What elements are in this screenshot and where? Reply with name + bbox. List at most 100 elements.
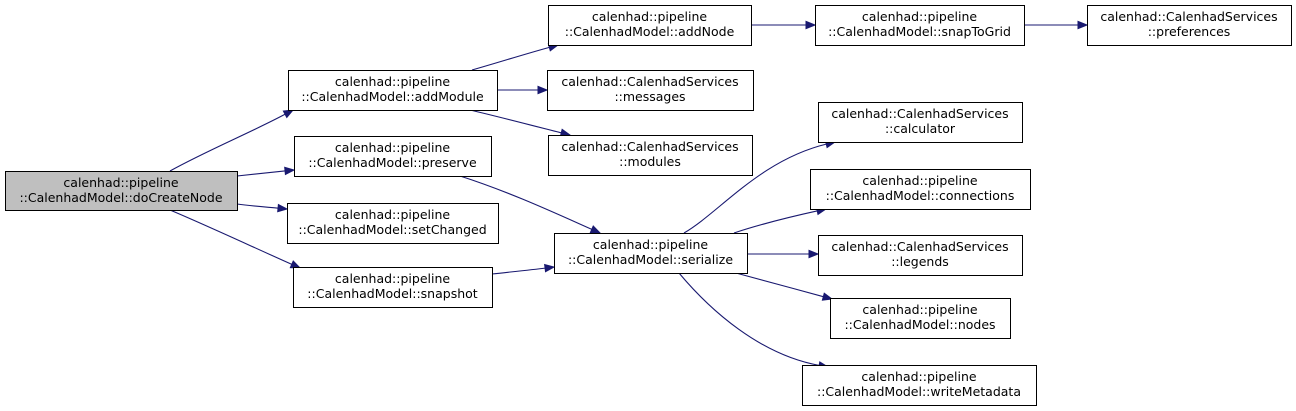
node-label-line1: calenhad::CalenhadServices xyxy=(561,74,738,89)
arrowhead-icon xyxy=(544,263,556,273)
edge-preserve-to-serialize xyxy=(459,175,602,234)
edge-doCreateNode-to-preserve xyxy=(236,166,296,177)
node-label-line2: ::CalenhadModel::serialize xyxy=(568,252,733,267)
node-box xyxy=(547,70,754,111)
arrowhead-icon xyxy=(808,249,820,259)
node-doCreateNode[interactable]: calenhad::pipeline::CalenhadModel::doCre… xyxy=(5,171,238,211)
edge-doCreateNode-to-addModule xyxy=(169,109,295,172)
node-legends[interactable]: calenhad::CalenhadServices::legends xyxy=(818,235,1023,276)
node-label-line2: ::CalenhadModel::snapshot xyxy=(307,286,477,301)
arrowhead-icon xyxy=(821,292,834,301)
node-label-line2: ::modules xyxy=(619,154,681,169)
edge-serialize-to-legends xyxy=(747,249,820,259)
node-label-line2: ::messages xyxy=(614,89,685,104)
edge-line xyxy=(169,113,287,172)
node-box xyxy=(818,235,1023,276)
node-setChanged[interactable]: calenhad::pipeline::CalenhadModel::setCh… xyxy=(287,203,499,244)
node-label-line1: calenhad::pipeline xyxy=(335,140,450,155)
node-label-line2: ::CalenhadModel::setChanged xyxy=(298,222,486,237)
node-writeMetadata[interactable]: calenhad::pipeline::CalenhadModel::write… xyxy=(802,365,1037,406)
node-box xyxy=(288,70,498,111)
edge-serialize-to-writeMetadata xyxy=(678,272,830,370)
node-label-line2: ::CalenhadModel::snapToGrid xyxy=(828,24,1011,39)
edge-line xyxy=(471,46,551,71)
edge-snapToGrid-to-preferences xyxy=(1024,20,1089,30)
arrowhead-icon xyxy=(805,20,817,30)
node-preserve[interactable]: calenhad::pipeline::CalenhadModel::prese… xyxy=(294,136,492,177)
node-addNode[interactable]: calenhad::pipeline::CalenhadModel::addNo… xyxy=(548,5,752,46)
node-box xyxy=(554,233,748,274)
node-connections[interactable]: calenhad::pipeline::CalenhadModel::conne… xyxy=(810,169,1031,210)
edge-line xyxy=(169,209,293,266)
edge-doCreateNode-to-setChanged xyxy=(236,203,289,213)
node-snapshot[interactable]: calenhad::pipeline::CalenhadModel::snaps… xyxy=(293,267,493,308)
edge-line xyxy=(459,175,593,231)
arrowhead-icon xyxy=(289,260,302,269)
node-label-line1: calenhad::pipeline xyxy=(335,207,450,222)
node-label-line2: ::CalenhadModel::connections xyxy=(826,188,1015,203)
node-box xyxy=(548,5,752,46)
arrowhead-icon xyxy=(589,225,602,234)
node-box xyxy=(818,102,1023,143)
edge-line xyxy=(469,109,563,134)
node-box xyxy=(293,267,493,308)
node-label-line1: calenhad::CalenhadServices xyxy=(1100,9,1277,24)
node-snapToGrid[interactable]: calenhad::pipeline::CalenhadModel::snapT… xyxy=(815,5,1025,46)
node-label-line2: ::CalenhadModel::nodes xyxy=(844,317,995,332)
node-label-line1: calenhad::pipeline xyxy=(593,237,708,252)
node-label-line1: calenhad::pipeline xyxy=(861,369,976,384)
edge-doCreateNode-to-snapshot xyxy=(169,209,302,269)
node-nodes[interactable]: calenhad::pipeline::CalenhadModel::nodes xyxy=(830,298,1011,339)
node-label-line2: ::CalenhadModel::writeMetadata xyxy=(817,384,1021,399)
edge-addNode-to-snapToGrid xyxy=(751,20,817,30)
node-box xyxy=(548,135,753,176)
arrowhead-icon xyxy=(1077,20,1089,30)
node-box xyxy=(802,365,1037,406)
arrowhead-icon xyxy=(284,166,296,176)
edge-line xyxy=(491,267,547,275)
node-box xyxy=(1087,5,1292,46)
edge-line xyxy=(733,210,819,234)
edge-line xyxy=(236,203,280,209)
node-label-line1: calenhad::pipeline xyxy=(592,9,707,24)
edge-line xyxy=(683,143,828,234)
node-label-line1: calenhad::pipeline xyxy=(862,9,977,24)
edge-line xyxy=(236,170,287,177)
edge-addModule-to-modules xyxy=(469,109,572,137)
node-label-line2: ::calculator xyxy=(885,121,956,136)
edge-serialize-to-nodes xyxy=(735,272,834,301)
node-messages[interactable]: calenhad::CalenhadServices::messages xyxy=(547,70,754,111)
nodes-layer: calenhad::pipeline::CalenhadModel::doCre… xyxy=(5,5,1292,406)
node-label-line1: calenhad::pipeline xyxy=(335,74,450,89)
edge-addModule-to-messages xyxy=(497,85,549,95)
node-label-line1: calenhad::CalenhadServices xyxy=(561,139,738,154)
node-label-line1: calenhad::pipeline xyxy=(63,175,178,190)
arrowhead-icon xyxy=(537,85,549,95)
node-modules[interactable]: calenhad::CalenhadServices::modules xyxy=(548,135,753,176)
node-serialize[interactable]: calenhad::pipeline::CalenhadModel::seria… xyxy=(554,233,748,274)
edge-addModule-to-addNode xyxy=(471,43,560,71)
node-box xyxy=(815,5,1025,46)
edge-line xyxy=(735,272,825,298)
edge-line xyxy=(678,272,821,367)
node-label-line2: ::preferences xyxy=(1148,24,1231,39)
edge-serialize-to-connections xyxy=(733,206,828,234)
node-label-line2: ::CalenhadModel::addModule xyxy=(301,89,484,104)
arrowhead-icon xyxy=(277,203,289,213)
edge-snapshot-to-serialize xyxy=(491,263,556,275)
node-label-line1: calenhad::pipeline xyxy=(862,302,977,317)
node-label-line2: ::CalenhadModel::doCreateNode xyxy=(19,190,222,205)
node-label-line1: calenhad::CalenhadServices xyxy=(831,239,1008,254)
node-box xyxy=(287,203,499,244)
node-box xyxy=(294,136,492,177)
node-calculator[interactable]: calenhad::CalenhadServices::calculator xyxy=(818,102,1023,143)
node-label-line2: ::CalenhadModel::preserve xyxy=(308,155,477,170)
node-label-line2: ::legends xyxy=(891,254,949,269)
node-label-line1: calenhad::pipeline xyxy=(862,173,977,188)
node-label-line1: calenhad::pipeline xyxy=(335,271,450,286)
node-box xyxy=(5,171,238,211)
node-preferences[interactable]: calenhad::CalenhadServices::preferences xyxy=(1087,5,1292,46)
node-label-line1: calenhad::CalenhadServices xyxy=(831,106,1008,121)
node-addModule[interactable]: calenhad::pipeline::CalenhadModel::addMo… xyxy=(288,70,498,111)
